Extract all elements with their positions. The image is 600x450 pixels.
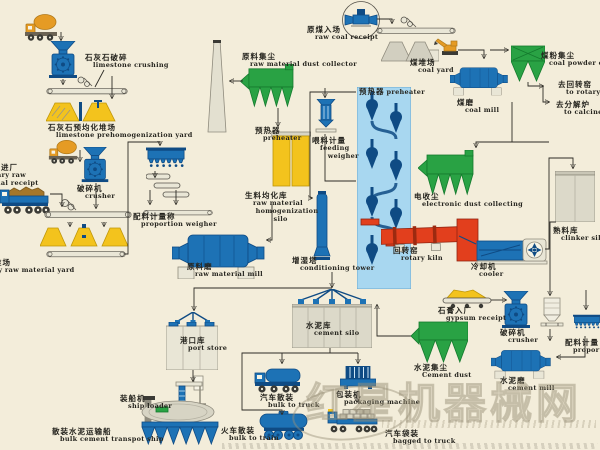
bagged-truck-icon <box>327 409 378 433</box>
chimney-icon <box>207 40 227 133</box>
port-store-icon <box>166 322 218 370</box>
kiln-hood-icon <box>456 218 479 262</box>
packaging-machine-icon <box>340 366 376 389</box>
aux-piles-icon <box>40 224 129 247</box>
raw-coal-receipt-icon <box>342 1 380 39</box>
label-cement-proportion-weigher: 配料计量proportion weigher <box>565 338 600 354</box>
coal-tripper-icon <box>400 16 417 28</box>
bulk-train-icon <box>259 411 308 440</box>
cement-silo-icon <box>292 304 372 348</box>
feeding-weigher-icon <box>315 99 337 133</box>
gypsum-conveyor-icon <box>442 289 492 309</box>
raw-homogenization-silo-icon <box>271 131 311 187</box>
conditioning-tower-icon <box>313 191 331 260</box>
label-aux-receipt: 辅助原料进厂auxiliary raw material receipt <box>0 163 39 187</box>
excavator-icon <box>434 38 458 55</box>
clinker-hopper-icon <box>540 297 564 327</box>
coal-powder-collector-icon <box>511 45 545 83</box>
bulk-truck-icon <box>254 368 301 393</box>
bulk-ship-icon <box>141 396 219 446</box>
label-aux-yard: 辅助原料堆场auxiliary raw material yard <box>0 258 75 274</box>
cooler-icon <box>476 238 548 265</box>
preheater-tower-icon <box>357 87 411 289</box>
clinker-silo-icon <box>555 171 595 222</box>
limestone-tripper-icon <box>77 76 93 87</box>
limestone-piles-icon <box>46 100 116 122</box>
coal-yard-piles-icon <box>381 41 439 62</box>
